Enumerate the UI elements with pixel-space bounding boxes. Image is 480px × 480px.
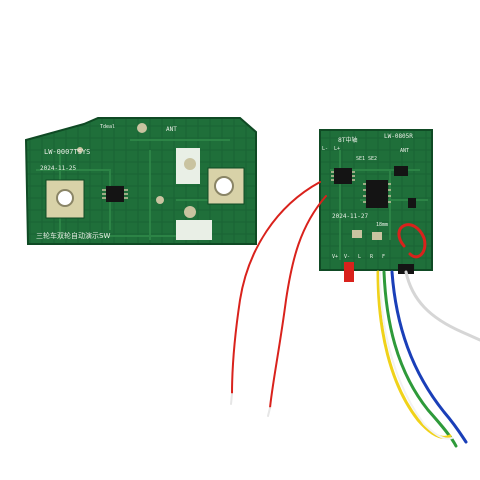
- transmitter-power-label: V+: [186, 235, 194, 242]
- red-antenna-wire: [231, 181, 321, 395]
- white-wire: [404, 270, 480, 342]
- component: [408, 198, 416, 208]
- receiver-bottom-pin: L: [358, 254, 361, 260]
- button-pad: [184, 158, 196, 170]
- connector: [398, 264, 414, 274]
- receiver-model-label: LW-0805R: [384, 133, 413, 140]
- transmitter-date-label: 2024-11-25: [40, 165, 77, 172]
- transmitter-small-label: Tdeal: [100, 124, 115, 130]
- receiver-pin-label: L+: [334, 146, 340, 152]
- component: [372, 232, 382, 240]
- transmitter-chinese-label: 三轮车双轮自动演示SW: [36, 231, 110, 240]
- component: [352, 230, 362, 238]
- ic-chip: [102, 186, 128, 202]
- component: [394, 166, 408, 176]
- button-pad: [137, 123, 147, 133]
- white-wire: [379, 271, 453, 440]
- receiver-bottom-pin: R: [370, 254, 374, 260]
- blue-wire: [390, 270, 468, 444]
- yellow-wire: [376, 270, 452, 439]
- receiver-pin-label: L-: [322, 146, 328, 152]
- receiver-date-label: 2024-11-27: [332, 213, 369, 220]
- button-pad: [77, 147, 83, 153]
- silkscreen-block: [176, 220, 212, 240]
- capacitor: [344, 262, 354, 282]
- mounting-hole: [207, 167, 245, 205]
- button-pad: [184, 206, 196, 218]
- receiver-bottom-pin: V-: [344, 254, 350, 260]
- ic-chip: [363, 180, 391, 208]
- ic-chip: [331, 168, 355, 184]
- red-antenna-wire: [269, 195, 327, 409]
- receiver-antenna-label: ANT: [400, 148, 409, 154]
- receiver-bottom-pin: F: [382, 254, 385, 260]
- white-wire-end: [230, 393, 233, 405]
- receiver-side-label: 18mm: [376, 222, 388, 228]
- wires: [230, 181, 480, 448]
- receiver-board: LW-0805R 8T中轴 ANT L- L+ SE1 SE2 2024-11-…: [319, 129, 433, 282]
- button-pad: [156, 196, 164, 204]
- receiver-bottom-pins: V+ V- L R F: [332, 254, 385, 260]
- receiver-top-label: 8T中轴: [338, 136, 357, 144]
- transmitter-board: LW-0007TSYS 2024-11-25 ANT Tdeal 三轮车双轮自动…: [24, 117, 257, 245]
- red-wire-loop: [397, 223, 427, 259]
- receiver-bottom-pin: V+: [332, 254, 338, 260]
- mounting-hole: [45, 179, 85, 219]
- transmitter-antenna-label: ANT: [166, 126, 177, 133]
- white-wire-end: [267, 407, 271, 417]
- transmitter-model-label: LW-0007TSYS: [44, 148, 90, 156]
- receiver-pin-row-label: SE1 SE2: [356, 156, 377, 162]
